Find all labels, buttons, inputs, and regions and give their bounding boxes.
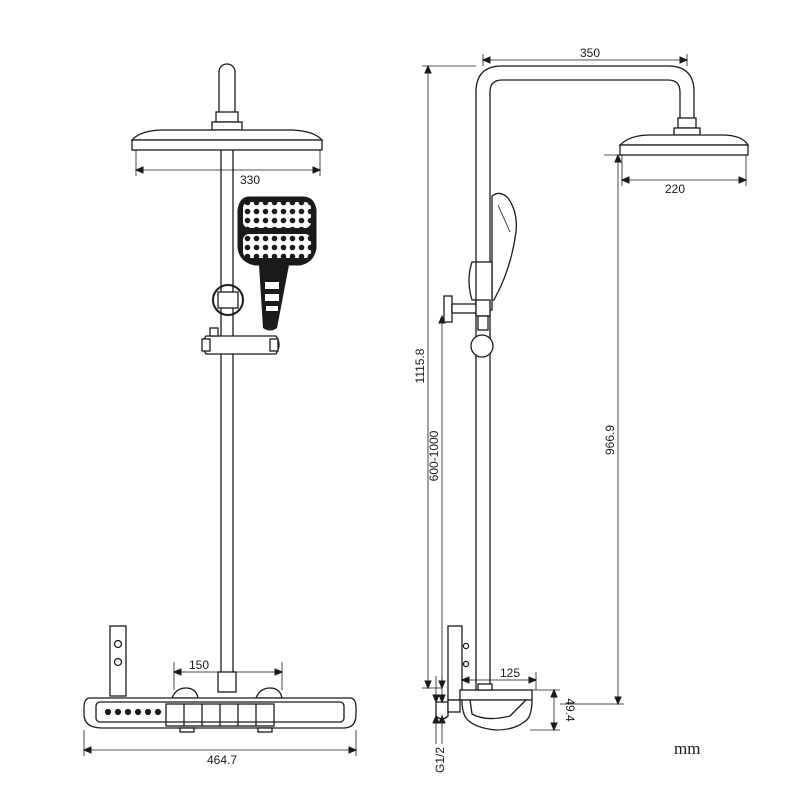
side-overhead-connector bbox=[673, 117, 701, 136]
front-wall-bracket bbox=[109, 625, 127, 697]
dim-console-height: 49.4 bbox=[563, 698, 577, 722]
side-wall-post bbox=[447, 625, 470, 701]
side-riser-and-arm bbox=[475, 65, 695, 690]
dim-overhead-front-width: 330 bbox=[240, 173, 260, 187]
front-mixer-console bbox=[83, 671, 357, 733]
side-hand-shower bbox=[468, 192, 517, 311]
dim-arm-reach: 350 bbox=[580, 46, 600, 60]
side-dim-arm-reach: 350 bbox=[481, 46, 689, 66]
dim-slide-range: 600-1000 bbox=[427, 430, 441, 481]
front-dim-console-width: 464.7 bbox=[82, 730, 358, 767]
dim-console-depth: 125 bbox=[500, 666, 520, 680]
side-dim-console-depth: 125 bbox=[460, 666, 538, 690]
side-console bbox=[435, 683, 533, 731]
side-dim-slide-range: 600-1000 bbox=[427, 314, 446, 690]
front-riser-pipe bbox=[220, 140, 234, 690]
dim-total-height: 1115.8 bbox=[413, 348, 427, 383]
unit-label: mm bbox=[674, 739, 700, 758]
side-dim-total-height: 1115.8 bbox=[413, 64, 476, 690]
side-slide-holder bbox=[443, 295, 494, 358]
front-overhead-shower: 330 bbox=[130, 129, 324, 187]
front-hand-shower bbox=[237, 196, 317, 331]
side-dim-head-height: 966.9 bbox=[560, 153, 624, 706]
side-dim-console-height: 49.4 bbox=[530, 688, 577, 732]
side-dim-inlet: G1/2 bbox=[432, 676, 447, 773]
side-overhead-shower: 220 bbox=[618, 134, 750, 196]
front-arm-stub bbox=[211, 63, 243, 131]
dim-overhead-side-width: 220 bbox=[665, 182, 685, 196]
front-dim-valve-spacing: 150 bbox=[172, 658, 284, 690]
dim-valve-spacing: 150 bbox=[189, 658, 209, 672]
dim-head-height: 966.9 bbox=[603, 425, 617, 455]
dim-console-width: 464.7 bbox=[207, 753, 237, 767]
side-view: 220 350 bbox=[413, 46, 750, 773]
front-slide-holder bbox=[201, 284, 280, 355]
dim-inlet-thread: G1/2 bbox=[433, 747, 447, 773]
front-view: 330 bbox=[82, 63, 358, 767]
